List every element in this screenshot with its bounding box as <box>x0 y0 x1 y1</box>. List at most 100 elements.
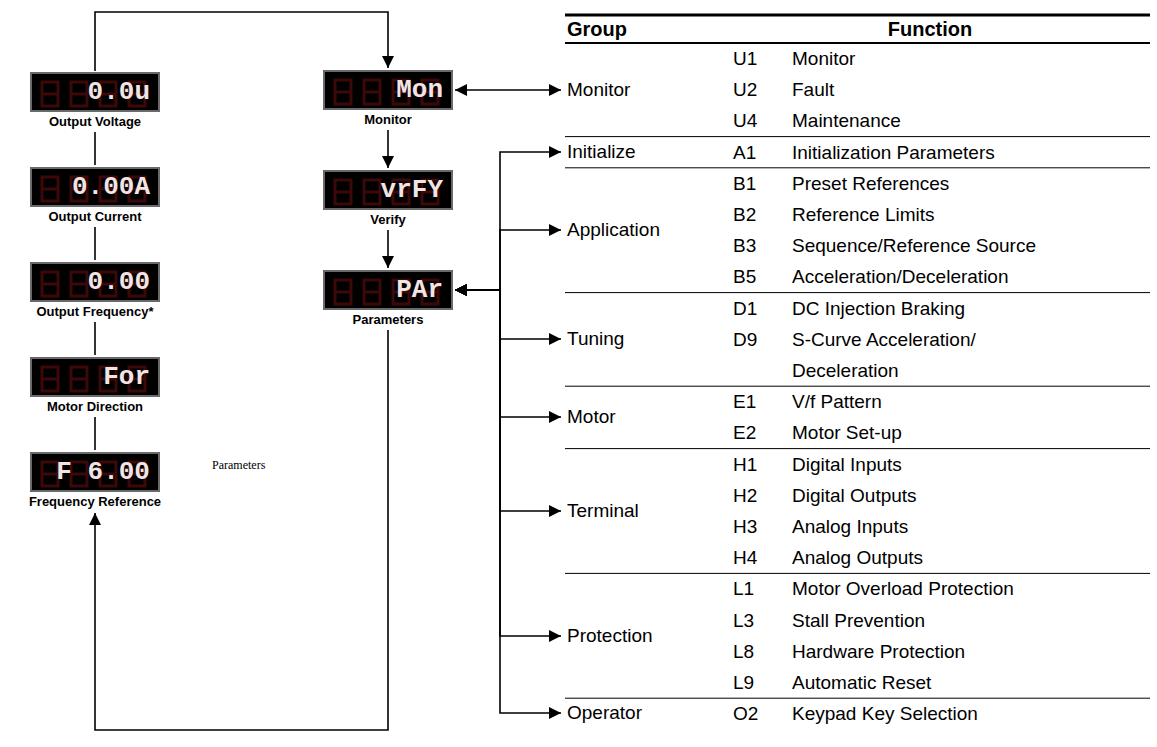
table-cell: L9 <box>733 667 754 698</box>
keypad-display: ForMotor Direction <box>30 357 160 415</box>
keypad-display: 0.00Output Frequency* <box>30 262 160 320</box>
group-cell: Application <box>565 219 662 242</box>
table-cell: H4 <box>733 542 757 573</box>
table-cell: Initialization Parameters <box>792 137 1147 168</box>
table-cell: Fault <box>792 74 1147 105</box>
table-cell: Stall Prevention <box>792 605 1147 636</box>
led-screen: 0.00 <box>30 262 160 302</box>
flow-connector <box>94 322 96 355</box>
keypad-display: PArParameters <box>323 270 453 328</box>
led-screen: vrFY <box>323 170 453 210</box>
group-cell: Motor <box>565 406 618 429</box>
led-screen: 0.00A <box>30 167 160 207</box>
table-cell: DC Injection Braking <box>792 293 1147 324</box>
table-cell: Preset References <box>792 168 1147 199</box>
flow-connector <box>455 290 561 339</box>
keypad-display: 0.00A Output Current <box>30 167 160 225</box>
display-readout: 0.00 <box>88 269 150 295</box>
table-cell: Motor Set-up <box>792 417 1147 448</box>
flow-connector <box>455 290 561 636</box>
group-rule <box>565 573 1150 574</box>
table-cell: Monitor <box>792 43 1147 74</box>
table-cell: B2 <box>733 199 756 230</box>
led-screen: Mon <box>323 70 453 110</box>
table-cell: Digital Inputs <box>792 449 1147 480</box>
flow-connector <box>387 230 389 268</box>
display-readout: PAr <box>396 277 443 303</box>
flow-connector <box>455 230 561 290</box>
led-screen: For <box>30 357 160 397</box>
table-cell: E2 <box>733 417 756 448</box>
table-cell: A1 <box>733 137 756 168</box>
flow-connector <box>94 132 96 165</box>
group-rule <box>565 386 1150 387</box>
group-rule <box>565 136 1150 137</box>
table-cell: U2 <box>733 74 757 105</box>
group-cell: Terminal <box>565 500 641 523</box>
group-name: Application <box>565 219 662 242</box>
flow-connector <box>387 130 389 168</box>
group-cell: Monitor <box>565 79 632 102</box>
group-cell: Tuning <box>565 328 626 351</box>
display-readout: vrFY <box>381 177 443 203</box>
led-screen: 0.0u <box>30 72 160 112</box>
flow-connector <box>95 12 388 71</box>
table-cell: D1 <box>733 293 757 324</box>
table-header: Function <box>780 16 1080 42</box>
note-label: Parameters <box>212 458 265 472</box>
table-cell: B5 <box>733 261 756 292</box>
table-cell: Maintenance <box>792 105 1147 136</box>
table-top-rule <box>565 14 1150 17</box>
flow-connector <box>94 227 96 260</box>
table-cell: Acceleration/Deceleration <box>792 261 1147 292</box>
table-cell: B1 <box>733 168 756 199</box>
keypad-display: vrFY Verify <box>323 170 453 228</box>
table-cell: D9 <box>733 324 757 355</box>
group-name: Motor <box>565 406 618 429</box>
group-name: Operator <box>565 702 644 725</box>
group-name: Initialize <box>565 141 638 164</box>
keypad-display: MonMonitor <box>323 70 453 128</box>
group-cell: Operator <box>565 702 644 725</box>
display-caption: Parameters <box>353 313 424 328</box>
table-cell: H1 <box>733 449 757 480</box>
group-rule <box>565 292 1150 293</box>
flow-connector <box>95 330 388 730</box>
group-cell: Protection <box>565 625 655 648</box>
group-rule <box>565 167 1150 168</box>
table-cell: Hardware Protection <box>792 636 1147 667</box>
display-caption: Output Current <box>48 210 141 225</box>
display-caption: Motor Direction <box>47 400 143 415</box>
flow-connector <box>455 290 561 713</box>
display-caption: Monitor <box>364 113 412 128</box>
group-rule <box>565 698 1150 699</box>
table-cell: U1 <box>733 43 757 74</box>
table-cell: S-Curve Acceleration/ Deceleration <box>792 324 1022 386</box>
table-cell: O2 <box>733 698 758 729</box>
display-readout: 0.00A <box>72 174 150 200</box>
table-cell: V/f Pattern <box>792 386 1147 417</box>
table-cell: L3 <box>733 605 754 636</box>
flow-connector <box>94 417 96 450</box>
led-screen: F 6.00 <box>30 452 160 492</box>
display-caption: Frequency Reference <box>29 495 161 510</box>
group-cell: Initialize <box>565 141 638 164</box>
display-readout: F 6.00 <box>56 459 150 485</box>
display-caption: Verify <box>370 213 405 228</box>
table-cell: Automatic Reset <box>792 667 1147 698</box>
led-screen: PAr <box>323 270 453 310</box>
keypad-display: F 6.00Frequency Reference <box>29 452 161 510</box>
group-rule <box>565 448 1150 449</box>
table-cell: Analog Outputs <box>792 542 1147 573</box>
flow-connector <box>455 152 561 290</box>
flow-connector <box>455 290 561 511</box>
display-readout: Mon <box>396 77 443 103</box>
display-caption: Output Frequency* <box>36 305 153 320</box>
table-cell: Motor Overload Protection <box>792 573 1147 604</box>
group-name: Tuning <box>565 328 626 351</box>
table-cell: L8 <box>733 636 754 667</box>
keypad-display: 0.0uOutput Voltage <box>30 72 160 130</box>
group-name: Terminal <box>565 500 641 523</box>
table-cell: H2 <box>733 480 757 511</box>
